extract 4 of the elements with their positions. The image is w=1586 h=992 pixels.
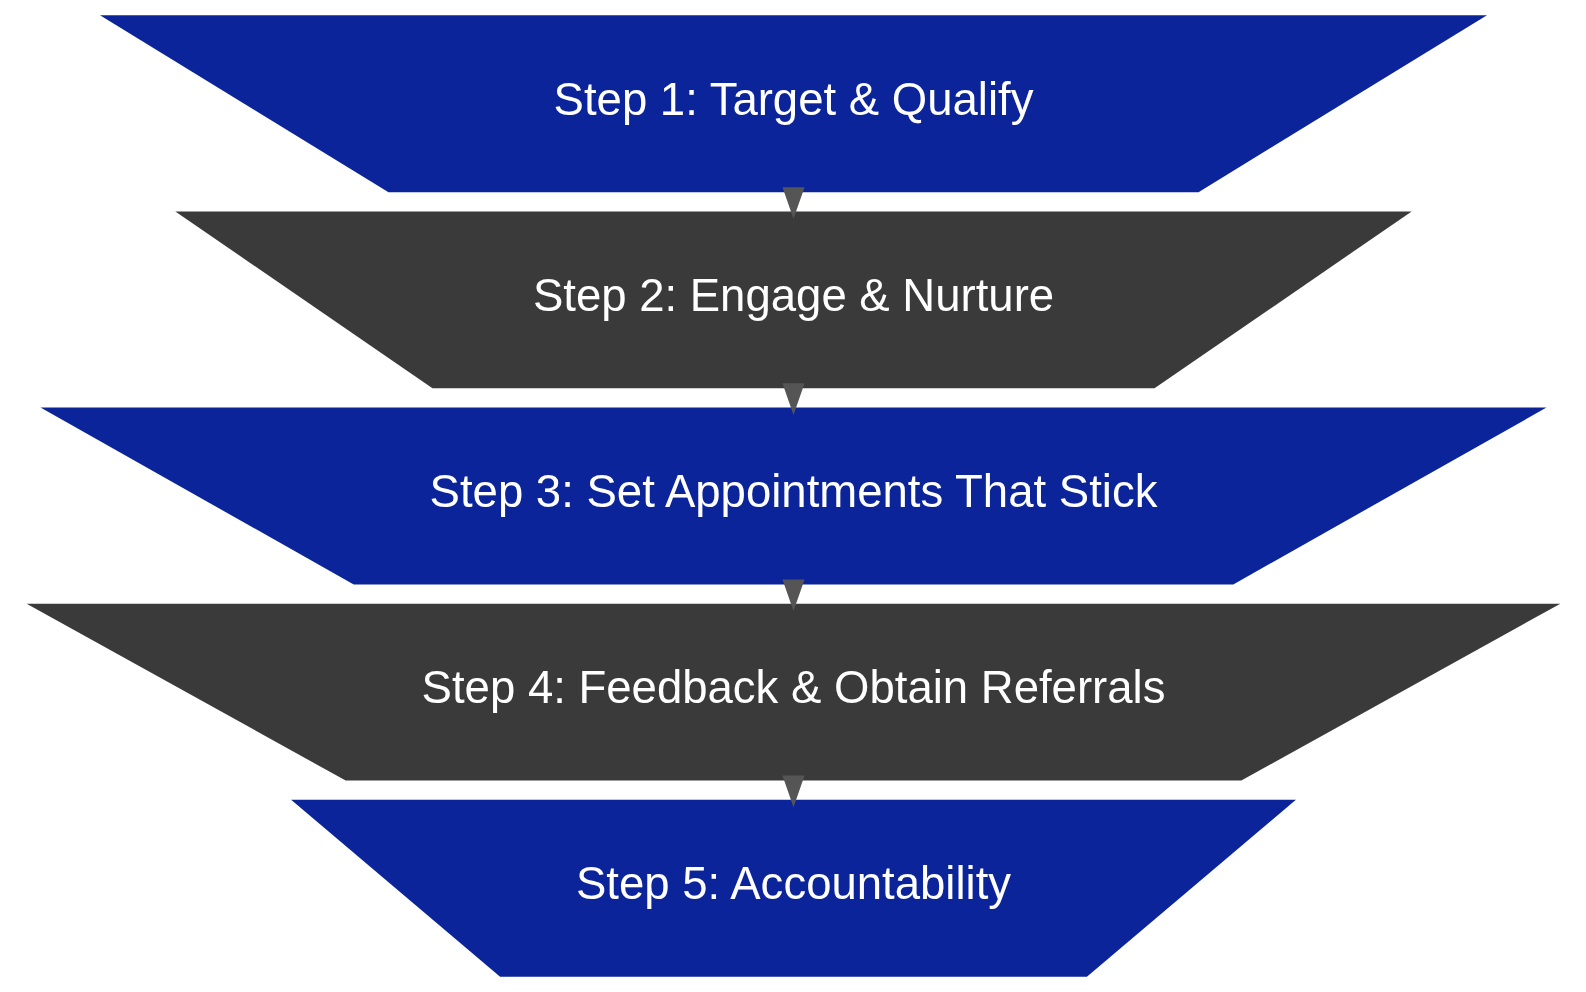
arrow [781, 579, 805, 612]
arrow [781, 187, 805, 219]
arrow [781, 775, 805, 808]
arrow [781, 383, 805, 415]
